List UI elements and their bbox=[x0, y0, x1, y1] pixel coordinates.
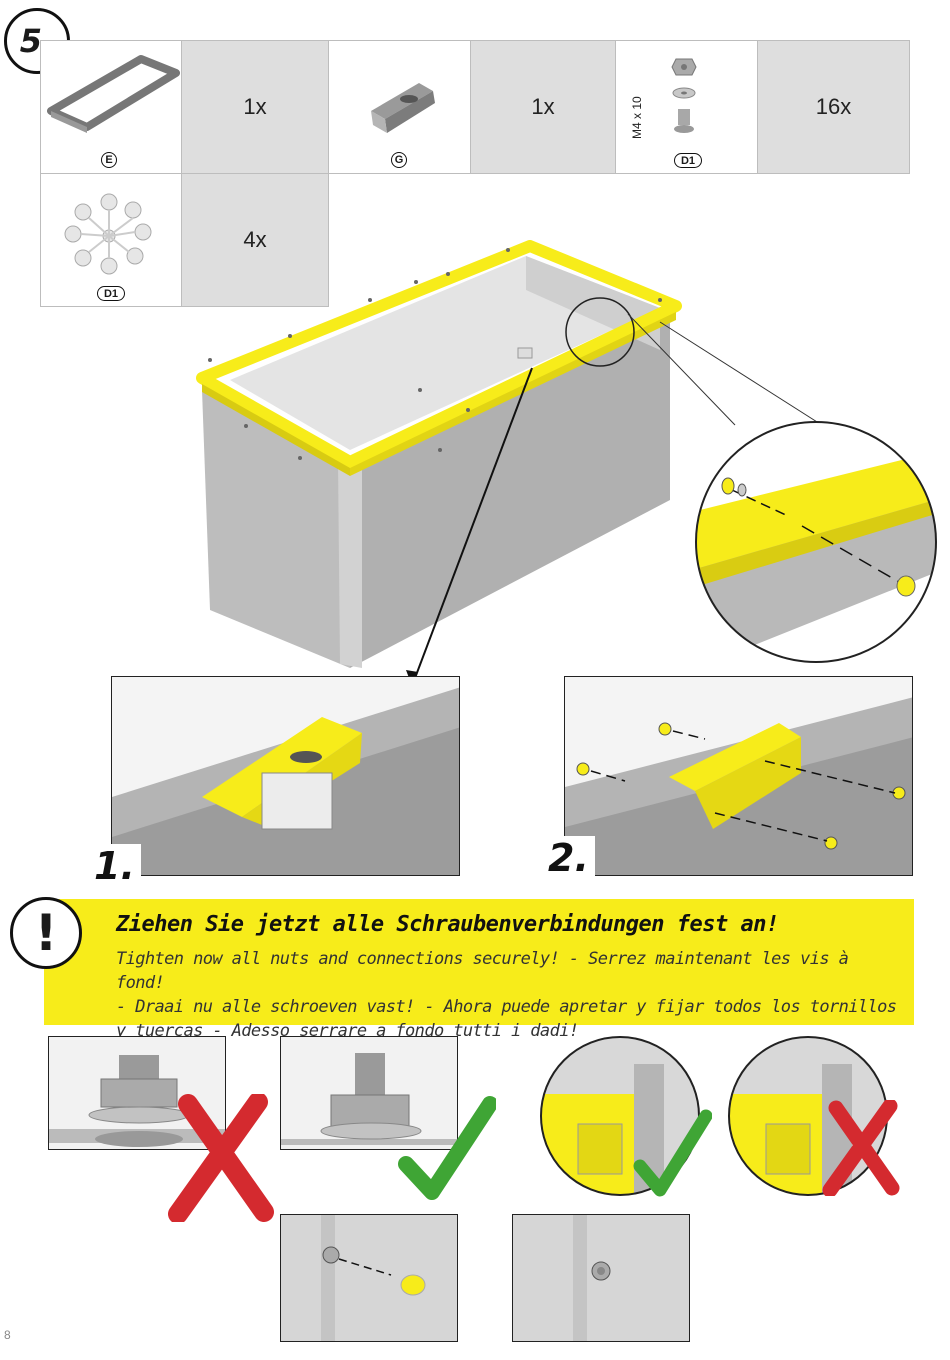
cross-mark-icon bbox=[822, 1100, 900, 1196]
bolt-spec: M4 x 10 bbox=[630, 96, 644, 139]
part-d1-label: D1 bbox=[674, 153, 702, 168]
part-e-qty: 1x bbox=[181, 40, 329, 174]
part-d1-spacer-qty: 4x bbox=[181, 173, 329, 307]
screw-fitted-detail bbox=[512, 1214, 690, 1342]
sub-step-1-number: 1. bbox=[88, 844, 141, 888]
frame-part-icon bbox=[47, 55, 180, 133]
screw-insertion-detail bbox=[280, 1214, 458, 1342]
part-g-image: G bbox=[328, 40, 471, 174]
part-e-image: E bbox=[40, 40, 182, 174]
screw-fitted-illustration bbox=[573, 1215, 611, 1341]
sub-step-2-number: 2. bbox=[542, 836, 595, 880]
wrong-label-circle bbox=[728, 1036, 888, 1196]
bracket-placement-illustration bbox=[112, 677, 459, 875]
warning-line-1: Tighten now all nuts and connections sec… bbox=[116, 949, 849, 993]
detail-view-1 bbox=[111, 676, 460, 876]
spacer-wheel-icon bbox=[64, 193, 152, 275]
warning-line-2: - Draai nu alle schroeven vast! - Ahora … bbox=[116, 997, 897, 1017]
planter-box-illustration bbox=[196, 240, 881, 680]
warning-line-3: y tuercas - Adesso serrare a fondo tutti… bbox=[116, 1021, 579, 1041]
page-number: 8 bbox=[4, 1328, 11, 1342]
zoom-detail-circle bbox=[695, 421, 937, 663]
bolt-nut-washer-icon bbox=[671, 58, 697, 133]
part-d1-spacer-image: D1 bbox=[40, 173, 182, 307]
bracket-screw-illustration bbox=[565, 677, 912, 875]
screw-insertion-illustration bbox=[321, 1215, 426, 1341]
warning-banner bbox=[44, 899, 914, 1025]
tight-nut-example bbox=[280, 1036, 458, 1150]
detail-view-2 bbox=[564, 676, 913, 876]
part-d1-spacer-label: D1 bbox=[97, 286, 125, 301]
tight-nut-illustration bbox=[281, 1053, 457, 1145]
part-d1-bolt-image: M4 x 10 D1 bbox=[615, 40, 758, 174]
cross-mark-icon bbox=[168, 1094, 274, 1222]
check-mark-icon bbox=[398, 1096, 496, 1200]
part-e-label: E bbox=[101, 152, 117, 168]
loose-nut-illustration bbox=[49, 1055, 225, 1147]
part-d1-bolt-qty: 16x bbox=[757, 40, 910, 174]
warning-icon: ! bbox=[10, 897, 82, 969]
warning-title: Ziehen Sie jetzt alle Schraubenverbindun… bbox=[116, 912, 779, 937]
check-mark-icon bbox=[633, 1109, 712, 1197]
part-g-qty: 1x bbox=[470, 40, 616, 174]
bracket-part-icon bbox=[371, 83, 435, 133]
warning-text: Tighten now all nuts and connections sec… bbox=[116, 947, 906, 1043]
part-g-label: G bbox=[391, 152, 407, 168]
